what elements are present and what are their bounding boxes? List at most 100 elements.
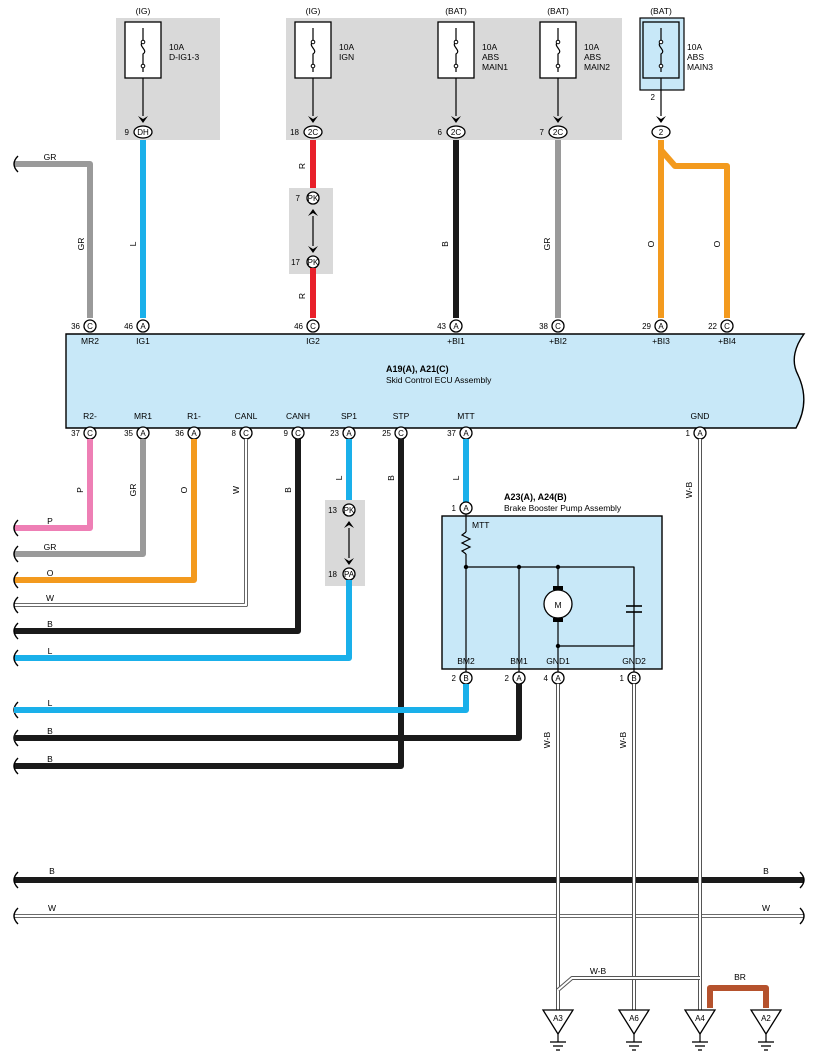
fuse-supply-label: (BAT)	[650, 6, 672, 16]
ecu-pin-name: +BI3	[652, 336, 670, 346]
connector-code: B	[631, 674, 636, 683]
ecu-top-pin	[654, 319, 668, 333]
fuse-terminal-icon	[453, 39, 459, 45]
pump-pin-number: 4	[544, 674, 549, 683]
arrow-down-icon	[656, 116, 666, 123]
ground-point-label: A3	[553, 1014, 563, 1023]
connector-code: PK	[308, 194, 319, 203]
connector-code: A	[191, 429, 197, 438]
ecu-pin-name: STP	[393, 411, 410, 421]
connector-code: A	[697, 429, 703, 438]
wire-wb-link-core	[557, 977, 700, 991]
ecu-pin-number: 29	[642, 322, 651, 331]
ecu-pin-name: +BI1	[447, 336, 465, 346]
wire-b-stp	[14, 439, 404, 769]
pump-subtitle: Brake Booster Pump Assembly	[504, 503, 622, 513]
arrow-up-icon	[308, 209, 318, 216]
connector-code: PK	[308, 258, 319, 267]
wire-b-canh	[14, 439, 301, 634]
pump-title: A23(A), A24(B)	[504, 492, 567, 502]
connector-code: A	[463, 504, 469, 513]
connector-pin-number: 7	[540, 128, 545, 137]
motor-label: M	[554, 600, 561, 610]
connector-code: DH	[137, 128, 149, 137]
ecu-pin-name: R2-	[83, 411, 97, 421]
wire-wb-link	[556, 976, 700, 992]
connector-code: 2C	[553, 128, 563, 137]
wire-color-label: GR	[76, 238, 86, 251]
connector-pin-number: 18	[328, 570, 337, 579]
ecu-pin-number: 25	[382, 429, 391, 438]
fuse-name: D-IG1-3	[169, 52, 200, 62]
ground-point-label: A2	[761, 1014, 771, 1023]
wire-color-label: O	[179, 486, 189, 493]
fuse-terminal-icon	[140, 39, 146, 45]
ecu-pin-number: 9	[284, 429, 289, 438]
wire-color-label: P	[75, 487, 85, 493]
fuse-connector-1	[303, 125, 323, 139]
wire-color-label: L	[128, 241, 138, 246]
wire-color-label: W-B	[684, 481, 694, 498]
wire-color-label: O	[646, 240, 656, 247]
fuse-name: ABS	[584, 52, 601, 62]
pump-pin-number: 1	[452, 504, 457, 513]
wire-break-icon	[13, 907, 19, 925]
fuse-name: MAIN2	[584, 62, 610, 72]
fuse-terminal-icon	[310, 39, 316, 45]
connector-code: PK	[344, 506, 355, 515]
pump-pin-number: 2	[452, 674, 457, 683]
ecu-top-pin	[551, 319, 565, 333]
wire-break-icon	[13, 596, 19, 614]
fuse-connector-0	[133, 125, 153, 139]
connector-code: C	[243, 429, 249, 438]
ecu-title: A19(A), A21(C)	[386, 364, 449, 374]
wire-color-label: O	[47, 568, 54, 578]
resistor-icon	[460, 531, 472, 555]
fuse-rating: 10A	[339, 42, 354, 52]
wire-color-label: GR	[44, 152, 57, 162]
fuse-connector-2	[446, 125, 466, 139]
ecu-pin-name: CANH	[286, 411, 310, 421]
junction-dot	[555, 643, 561, 649]
ground-point-icon	[617, 1009, 651, 1036]
ecu-top-pin	[449, 319, 463, 333]
junction-dot	[555, 564, 561, 570]
fuse-name: ABS	[482, 52, 499, 62]
arrow-down-icon	[451, 116, 461, 123]
fuse-terminal-icon	[453, 63, 459, 69]
connector-code: PA	[344, 570, 355, 579]
ecu-pin-name: +BI2	[549, 336, 567, 346]
arrow-up-icon	[344, 521, 354, 528]
fuse-rating: 10A	[482, 42, 497, 52]
wire-color-label: W	[48, 903, 56, 913]
fuse-terminal-icon	[658, 63, 664, 69]
wire-w-core	[14, 439, 248, 607]
junction-dot	[463, 564, 469, 570]
ecu-pin-number: 35	[124, 429, 133, 438]
wire-color-label: L	[48, 646, 53, 656]
ground-point-icon	[749, 1009, 783, 1036]
fuse-rating: 10A	[687, 42, 702, 52]
motor-brush-icon	[553, 586, 563, 590]
ecu-pin-number: 8	[232, 429, 237, 438]
ecu-pin-name: GND	[691, 411, 710, 421]
wire-color-label: GR	[542, 238, 552, 251]
ecu-pin-number: 46	[294, 322, 303, 331]
junction-dot	[516, 564, 522, 570]
connector-code: A	[463, 429, 469, 438]
wire-gr-mr2	[14, 161, 93, 318]
wire-color-label: W-B	[618, 731, 628, 748]
fuse-connector-4	[651, 125, 671, 139]
pump-pin-name: GND1	[546, 656, 570, 666]
ecu-pin-number: 43	[437, 322, 446, 331]
connector-code: C	[87, 429, 93, 438]
connector-code: C	[87, 322, 93, 331]
fuse-supply-label: (IG)	[306, 6, 321, 16]
ecu-top-pin	[83, 319, 97, 333]
wire-break-icon	[799, 871, 805, 889]
fuse-name: MAIN3	[687, 62, 713, 72]
fuse-name: IGN	[339, 52, 354, 62]
wire-color-label: R	[297, 293, 307, 299]
wire-color-label: P	[47, 516, 53, 526]
